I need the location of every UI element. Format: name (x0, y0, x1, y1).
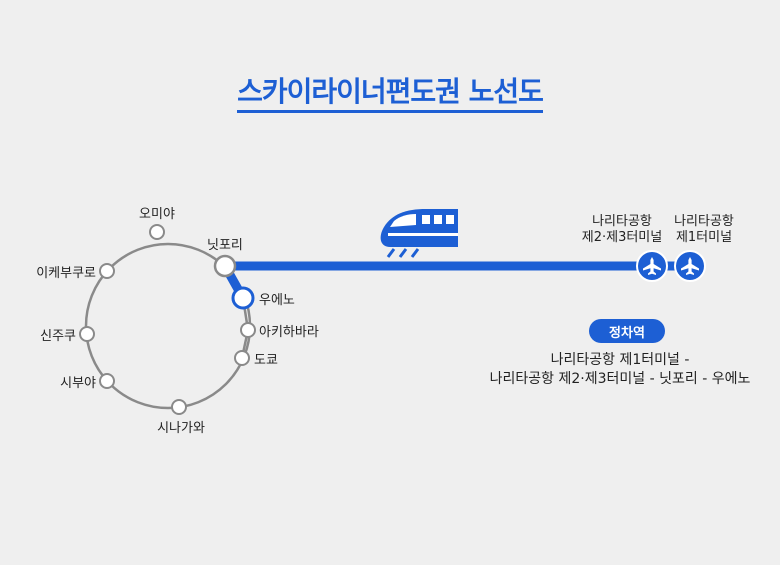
station-label-nippori: 닛포리 (207, 238, 243, 253)
terminal-label-t23: 나리타공항 제2·제3터미널 (581, 214, 663, 245)
station-label-omiya: 오미야 (139, 207, 175, 222)
terminal-label-t1: 나리타공항 제1터미널 (674, 214, 734, 245)
station-dot-akihabara (240, 322, 256, 338)
station-dot-ueno (231, 286, 255, 310)
station-dot-omiya (149, 224, 165, 240)
station-label-shinagawa: 시나가와 (157, 421, 205, 436)
airplane-icon (636, 250, 668, 282)
stops-line-1: 나리타공항 제1터미널 - (550, 352, 690, 368)
station-dot-ikebukuro (99, 263, 115, 279)
station-dot-tokyo (234, 350, 250, 366)
station-dot-nippori (213, 254, 237, 278)
stops-badge: 정차역 (589, 319, 665, 343)
station-label-tokyo: 도쿄 (254, 353, 278, 368)
station-label-akihabara: 아키하바라 (259, 325, 319, 340)
station-label-shinjuku: 신주쿠 (40, 329, 76, 344)
stops-list: 나리타공항 제1터미널 - 나리타공항 제2·제3터미널 - 닛포리 - 우에노 (470, 351, 770, 389)
station-dot-shibuya (99, 373, 115, 389)
stops-line-2: 나리타공항 제2·제3터미널 - 닛포리 - 우에노 (489, 371, 751, 387)
train-icon (380, 209, 458, 258)
station-label-shibuya: 시부야 (60, 376, 96, 391)
station-dot-shinjuku (79, 326, 95, 342)
airplane-icon (674, 250, 706, 282)
map-title: 스카이라이너편도권 노선도 (0, 70, 780, 113)
station-label-ikebukuro: 이케부쿠로 (36, 266, 96, 281)
station-label-ueno: 우에노 (259, 293, 295, 308)
station-dot-shinagawa (171, 399, 187, 415)
